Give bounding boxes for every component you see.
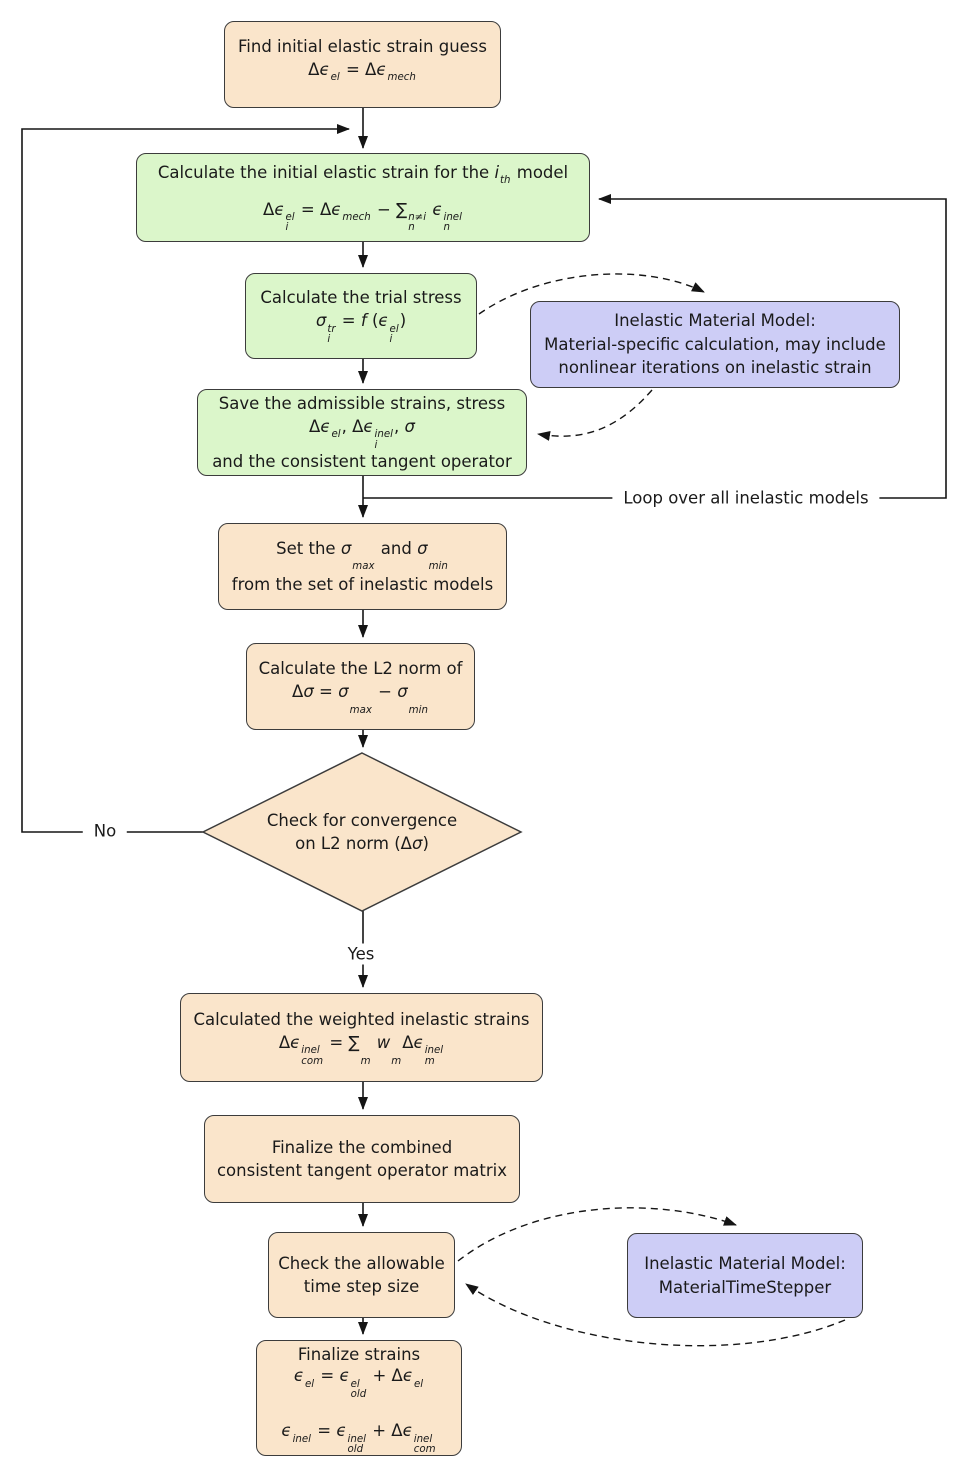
edge-timestep-to-stepper-dashed — [457, 1207, 737, 1262]
edge-trial-to-model-dashed — [478, 273, 705, 315]
decision-diamond-shape — [201, 752, 523, 912]
edge-label-loop: Loop over all inelastic models — [612, 487, 880, 509]
edge-stepper-to-timestep-dashed — [465, 1283, 846, 1347]
node-calc-initial-elastic-strain: Calculate the initial elastic strain for… — [136, 153, 590, 242]
node-save-admissible-strains: Save the admissible strains, stressΔϵel​… — [197, 389, 527, 476]
node-material-time-stepper: Inelastic Material Model:MaterialTimeSte… — [627, 1233, 863, 1318]
node-inelastic-material-model: Inelastic Material Model:Material-specif… — [530, 301, 900, 388]
edge-label-no: No — [82, 820, 128, 842]
edge-model-to-save-dashed — [537, 389, 653, 441]
edge-label-yes: Yes — [336, 943, 386, 965]
node-calc-weighted-strains: Calculated the weighted inelastic strain… — [180, 993, 543, 1082]
